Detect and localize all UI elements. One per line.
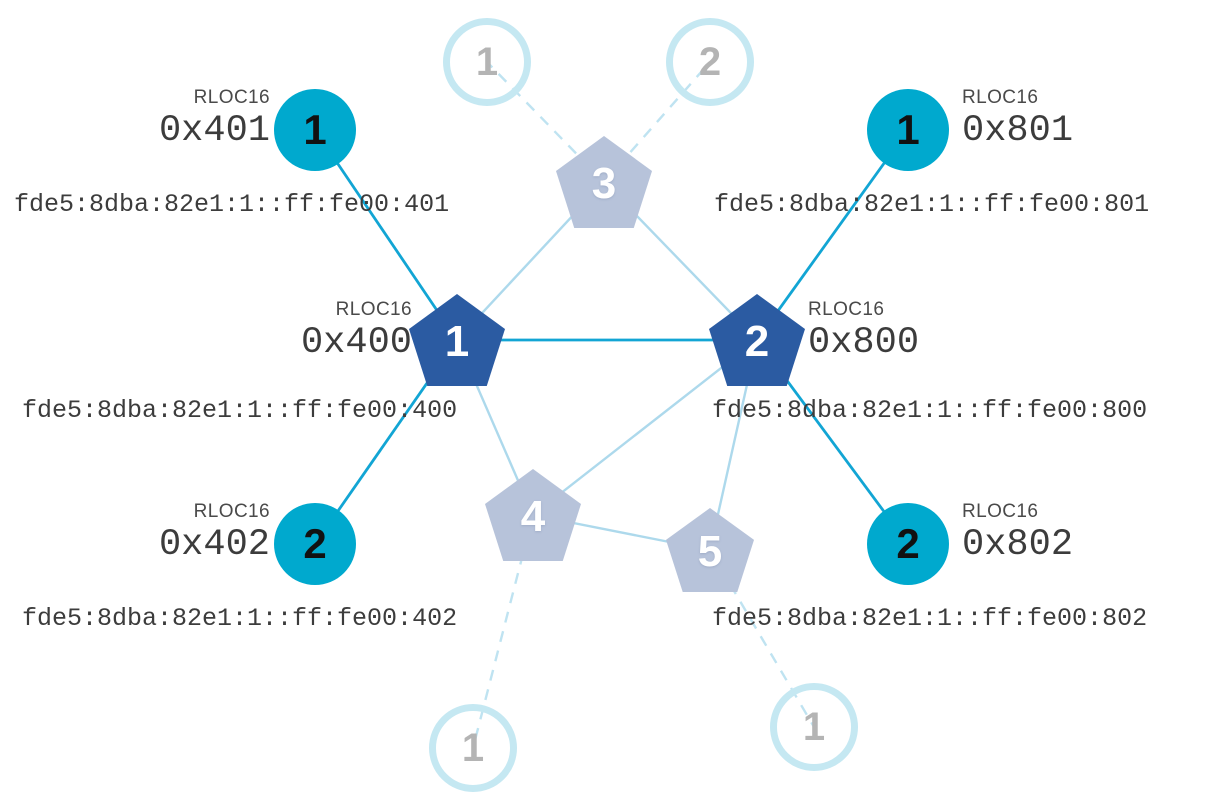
rloc-value: 0x801: [962, 110, 1074, 152]
ghost-device-top-right[interactable]: 2: [666, 18, 754, 106]
node-number: 1: [444, 317, 470, 366]
ghost-device-bottom-right[interactable]: 1: [770, 683, 858, 771]
ipv6-address-0x402: fde5:8dba:82e1:1::ff:fe00:402: [22, 604, 458, 633]
node-number: 1: [896, 106, 920, 153]
rloc-label-0x800: RLOC16 0x800: [808, 300, 919, 362]
rloc-value: 0x400: [300, 322, 412, 364]
node-number: 4: [520, 492, 546, 541]
device-node-0x802[interactable]: 2: [867, 503, 949, 585]
node-number: 2: [744, 317, 770, 366]
rloc-title: RLOC16: [962, 87, 1039, 108]
rloc-title: RLOC16: [335, 299, 412, 320]
node-number: 2: [698, 40, 722, 84]
rloc-title: RLOC16: [808, 299, 885, 320]
rloc-value: 0x800: [808, 322, 920, 364]
rloc-title: RLOC16: [962, 501, 1039, 522]
rloc-title: RLOC16: [193, 501, 270, 522]
device-node-0x401[interactable]: 1: [274, 89, 356, 171]
rloc-label-0x802: RLOC16 0x802: [962, 502, 1073, 564]
device-node-0x801[interactable]: 1: [867, 89, 949, 171]
ipv6-address-0x800: fde5:8dba:82e1:1::ff:fe00:800: [712, 396, 1148, 425]
router-node-0x800[interactable]: 2: [709, 294, 805, 386]
ghost-device-top-left[interactable]: 1: [443, 18, 531, 106]
rloc-title: RLOC16: [193, 87, 270, 108]
node-number: 5: [697, 527, 723, 576]
rloc-value: 0x401: [158, 110, 270, 152]
ipv6-address-0x801: fde5:8dba:82e1:1::ff:fe00:801: [714, 190, 1150, 219]
node-number: 1: [475, 40, 499, 84]
link-dev801-router800: [755, 129, 910, 341]
node-number: 1: [303, 106, 327, 153]
rloc-label-0x801: RLOC16 0x801: [962, 88, 1073, 150]
node-number: 1: [802, 705, 826, 749]
link-router5-ghost-bottom-right: [708, 549, 816, 728]
link-router800-router4: [532, 339, 758, 516]
ipv6-address-0x401: fde5:8dba:82e1:1::ff:fe00:401: [14, 190, 450, 219]
rloc-value: 0x802: [962, 524, 1074, 566]
device-node-0x402[interactable]: 2: [274, 503, 356, 585]
node-number: 3: [591, 159, 617, 208]
ghost-router-5[interactable]: 5: [666, 508, 754, 592]
rloc-value: 0x402: [158, 524, 270, 566]
link-dev401-router400: [313, 129, 459, 341]
ghost-router-4[interactable]: 4: [485, 469, 581, 561]
rloc-label-0x402: RLOC16 0x402: [159, 502, 270, 564]
node-number: 2: [303, 520, 327, 567]
rloc-label-0x401: RLOC16 0x401: [159, 88, 270, 150]
ghost-router-3[interactable]: 3: [556, 136, 652, 228]
node-number: 2: [896, 520, 920, 567]
node-number: 1: [461, 726, 485, 770]
router-node-0x400[interactable]: 1: [409, 294, 505, 386]
rloc-label-0x400: RLOC16 0x400: [301, 300, 412, 362]
ipv6-address-0x400: fde5:8dba:82e1:1::ff:fe00:400: [22, 396, 458, 425]
ipv6-address-0x802: fde5:8dba:82e1:1::ff:fe00:802: [712, 604, 1148, 633]
ghost-device-bottom-left[interactable]: 1: [429, 704, 517, 792]
